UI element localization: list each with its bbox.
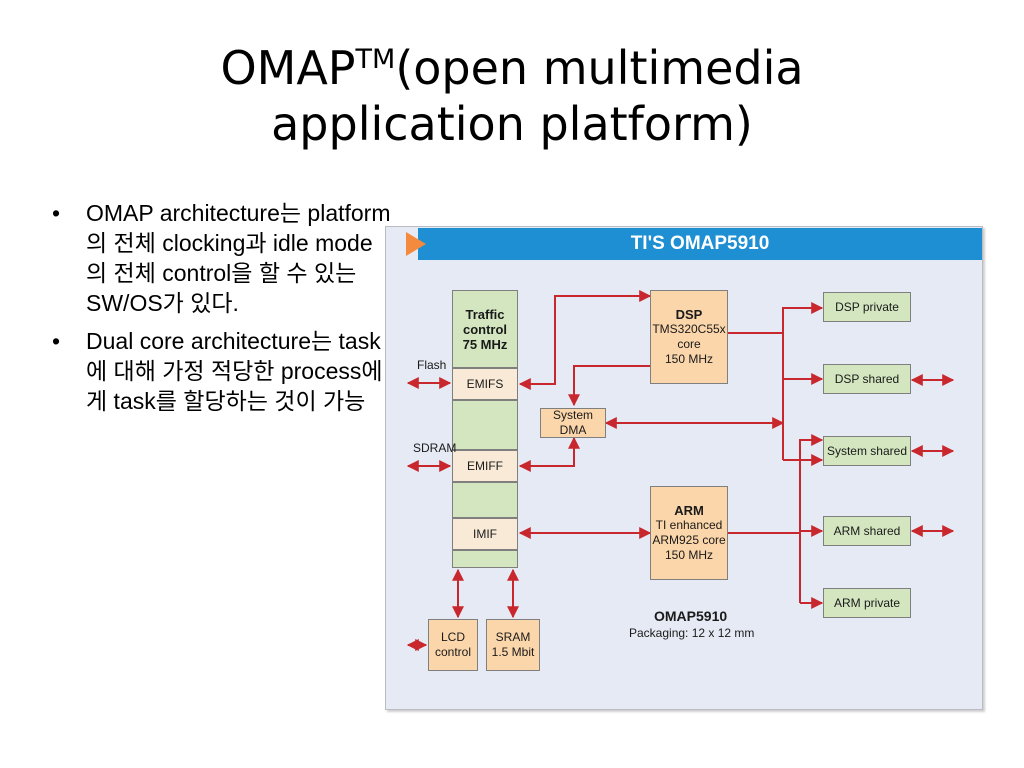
memory-spacer-1 — [452, 400, 518, 450]
emifs-dsp-arrow — [518, 290, 652, 390]
title-main: OMAP — [220, 41, 356, 95]
arm-name: ARM — [674, 503, 704, 518]
arm-private-box: ARM private — [823, 588, 911, 618]
lcd-line-1: LCD — [440, 630, 465, 644]
diagram-banner: TI'S OMAP5910 — [418, 228, 982, 260]
lcd-control-box: LCD control — [428, 619, 478, 671]
package-subtitle: Packaging: 12 x 12 mm — [629, 626, 755, 640]
traffic-control-box: Traffic control 75 MHz — [452, 290, 518, 368]
dsp-bus — [728, 302, 824, 334]
dsp-dma-arrow — [568, 365, 650, 407]
emifs-box: EMIFS — [452, 368, 518, 400]
arm-shared-box: ARM shared — [823, 516, 911, 546]
title-line-1: OMAPTM(open multimedia — [0, 40, 1024, 96]
dma-emiff-arrow — [518, 436, 580, 472]
arm-bus — [728, 434, 824, 534]
arm-line-2: ARM925 core — [652, 533, 726, 547]
sram-line-2: 1.5 Mbit — [491, 645, 535, 659]
sram-box: SRAM 1.5 Mbit — [486, 619, 540, 671]
memory-spacer-2 — [452, 482, 518, 518]
slide-title: OMAPTM(open multimedia application platf… — [0, 40, 1024, 152]
bullet-list: OMAP architecture는 platform의 전체 clocking… — [46, 198, 391, 424]
flash-label: Flash — [417, 358, 447, 372]
sdram-label: SDRAM — [413, 441, 457, 455]
lcd-line-2: control — [434, 645, 472, 659]
emiff-box: EMIFF — [452, 450, 518, 482]
title-line-2: application platform) — [271, 97, 753, 151]
dsp-line-3: 150 MHz — [664, 352, 714, 366]
imif-box: IMIF — [452, 518, 518, 550]
arm-line-1: TI enhanced — [655, 518, 723, 532]
bullet-item: Dual core architecture는 task에 대해 가정 적당한 … — [46, 326, 391, 416]
arm-line-3: 150 MHz — [664, 548, 714, 562]
title-rest: (open multimedia — [395, 41, 804, 95]
dsp-shared-box: DSP shared — [823, 364, 911, 394]
traffic-line-2: control — [462, 321, 508, 337]
dsp-name: DSP — [675, 307, 703, 322]
traffic-line-3: 75 MHz — [462, 336, 508, 352]
dsp-core-box: DSP TMS320C55x core 150 MHz — [650, 290, 728, 384]
banner-arrow-icon — [406, 232, 426, 256]
sram-line-1: SRAM — [495, 630, 531, 644]
traffic-line-1: Traffic — [465, 306, 505, 322]
title-trademark: TM — [355, 44, 396, 75]
package-title: OMAP5910 — [654, 608, 728, 624]
dsp-line-2: core — [677, 337, 701, 351]
memory-spacer-3 — [452, 550, 518, 568]
dsp-line-1: TMS320C55x — [652, 322, 726, 336]
bullet-item: OMAP architecture는 platform의 전체 clocking… — [46, 198, 391, 318]
dsp-private-box: DSP private — [823, 292, 911, 322]
system-dma-box: System DMA — [540, 408, 606, 438]
arm-core-box: ARM TI enhanced ARM925 core 150 MHz — [650, 486, 728, 580]
system-shared-box: System shared — [823, 436, 911, 466]
